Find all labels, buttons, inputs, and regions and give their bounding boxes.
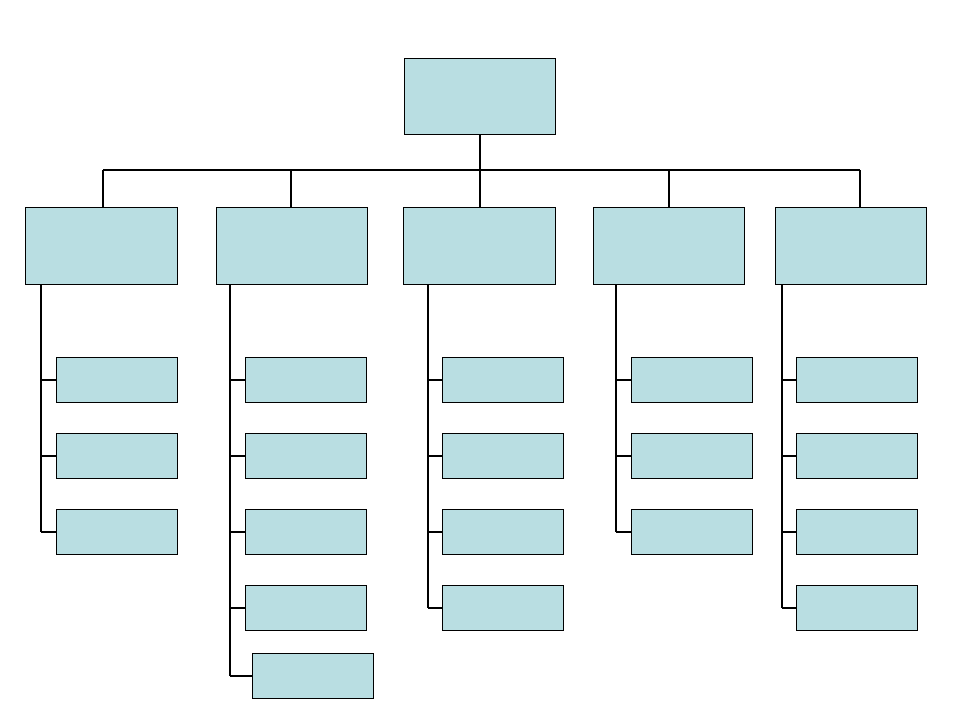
connector-stub-branch-4-leaf-3 (616, 531, 631, 533)
org-node-branch-5-leaf-2[interactable] (796, 433, 918, 479)
connector-stub-branch-2-leaf-5 (230, 675, 252, 677)
org-node-branch-5-leaf-1[interactable] (796, 357, 918, 403)
connector-stub-branch-1-leaf-3 (41, 531, 56, 533)
org-node-branch-3-head[interactable] (403, 207, 556, 285)
connector-stub-branch-3-leaf-2 (428, 455, 442, 457)
connector-stub-branch-3-leaf-3 (428, 531, 442, 533)
connector-bus-to-branch-1 (102, 170, 104, 207)
connector-stub-branch-2-leaf-1 (230, 379, 245, 381)
connector-stub-branch-1-leaf-2 (41, 455, 56, 457)
org-node-branch-3-leaf-1[interactable] (442, 357, 564, 403)
connector-stub-branch-3-leaf-4 (428, 607, 442, 609)
org-node-branch-2-head[interactable] (216, 207, 368, 285)
connector-spine-branch-3 (427, 285, 429, 608)
org-node-branch-4-leaf-2[interactable] (631, 433, 753, 479)
connector-bus (103, 169, 860, 171)
org-node-branch-5-leaf-4[interactable] (796, 585, 918, 631)
connector-stub-branch-2-leaf-2 (230, 455, 245, 457)
org-node-branch-5-leaf-3[interactable] (796, 509, 918, 555)
connector-stub-branch-1-leaf-1 (41, 379, 56, 381)
connector-root-drop (479, 135, 481, 170)
connector-bus-to-branch-4 (668, 170, 670, 207)
connector-spine-branch-2 (229, 285, 231, 676)
connector-stub-branch-5-leaf-3 (782, 531, 796, 533)
connector-spine-branch-5 (781, 285, 783, 608)
org-node-root[interactable] (404, 58, 556, 135)
org-node-branch-1-head[interactable] (25, 207, 178, 285)
org-node-branch-1-leaf-2[interactable] (56, 433, 178, 479)
org-node-branch-1-leaf-1[interactable] (56, 357, 178, 403)
connector-stub-branch-2-leaf-3 (230, 531, 245, 533)
connector-stub-branch-3-leaf-1 (428, 379, 442, 381)
org-node-branch-2-leaf-3[interactable] (245, 509, 367, 555)
org-node-branch-4-leaf-1[interactable] (631, 357, 753, 403)
connector-bus-to-branch-2 (290, 170, 292, 207)
connector-spine-branch-4 (615, 285, 617, 532)
connector-bus-to-branch-3 (479, 170, 481, 207)
connector-spine-branch-1 (40, 285, 42, 532)
org-node-branch-4-head[interactable] (593, 207, 745, 285)
connector-stub-branch-4-leaf-1 (616, 379, 631, 381)
connector-stub-branch-5-leaf-1 (782, 379, 796, 381)
org-node-branch-2-leaf-2[interactable] (245, 433, 367, 479)
org-node-branch-2-leaf-1[interactable] (245, 357, 367, 403)
org-node-branch-3-leaf-2[interactable] (442, 433, 564, 479)
org-node-branch-3-leaf-4[interactable] (442, 585, 564, 631)
connector-stub-branch-4-leaf-2 (616, 455, 631, 457)
connector-stub-branch-5-leaf-2 (782, 455, 796, 457)
org-node-branch-3-leaf-3[interactable] (442, 509, 564, 555)
org-node-branch-5-head[interactable] (775, 207, 927, 285)
connector-stub-branch-5-leaf-4 (782, 607, 796, 609)
org-node-branch-2-leaf-4[interactable] (245, 585, 367, 631)
connector-bus-to-branch-5 (859, 170, 861, 207)
org-node-branch-4-leaf-3[interactable] (631, 509, 753, 555)
org-node-branch-1-leaf-3[interactable] (56, 509, 178, 555)
connector-stub-branch-2-leaf-4 (230, 607, 245, 609)
org-node-branch-2-leaf-5[interactable] (252, 653, 374, 699)
